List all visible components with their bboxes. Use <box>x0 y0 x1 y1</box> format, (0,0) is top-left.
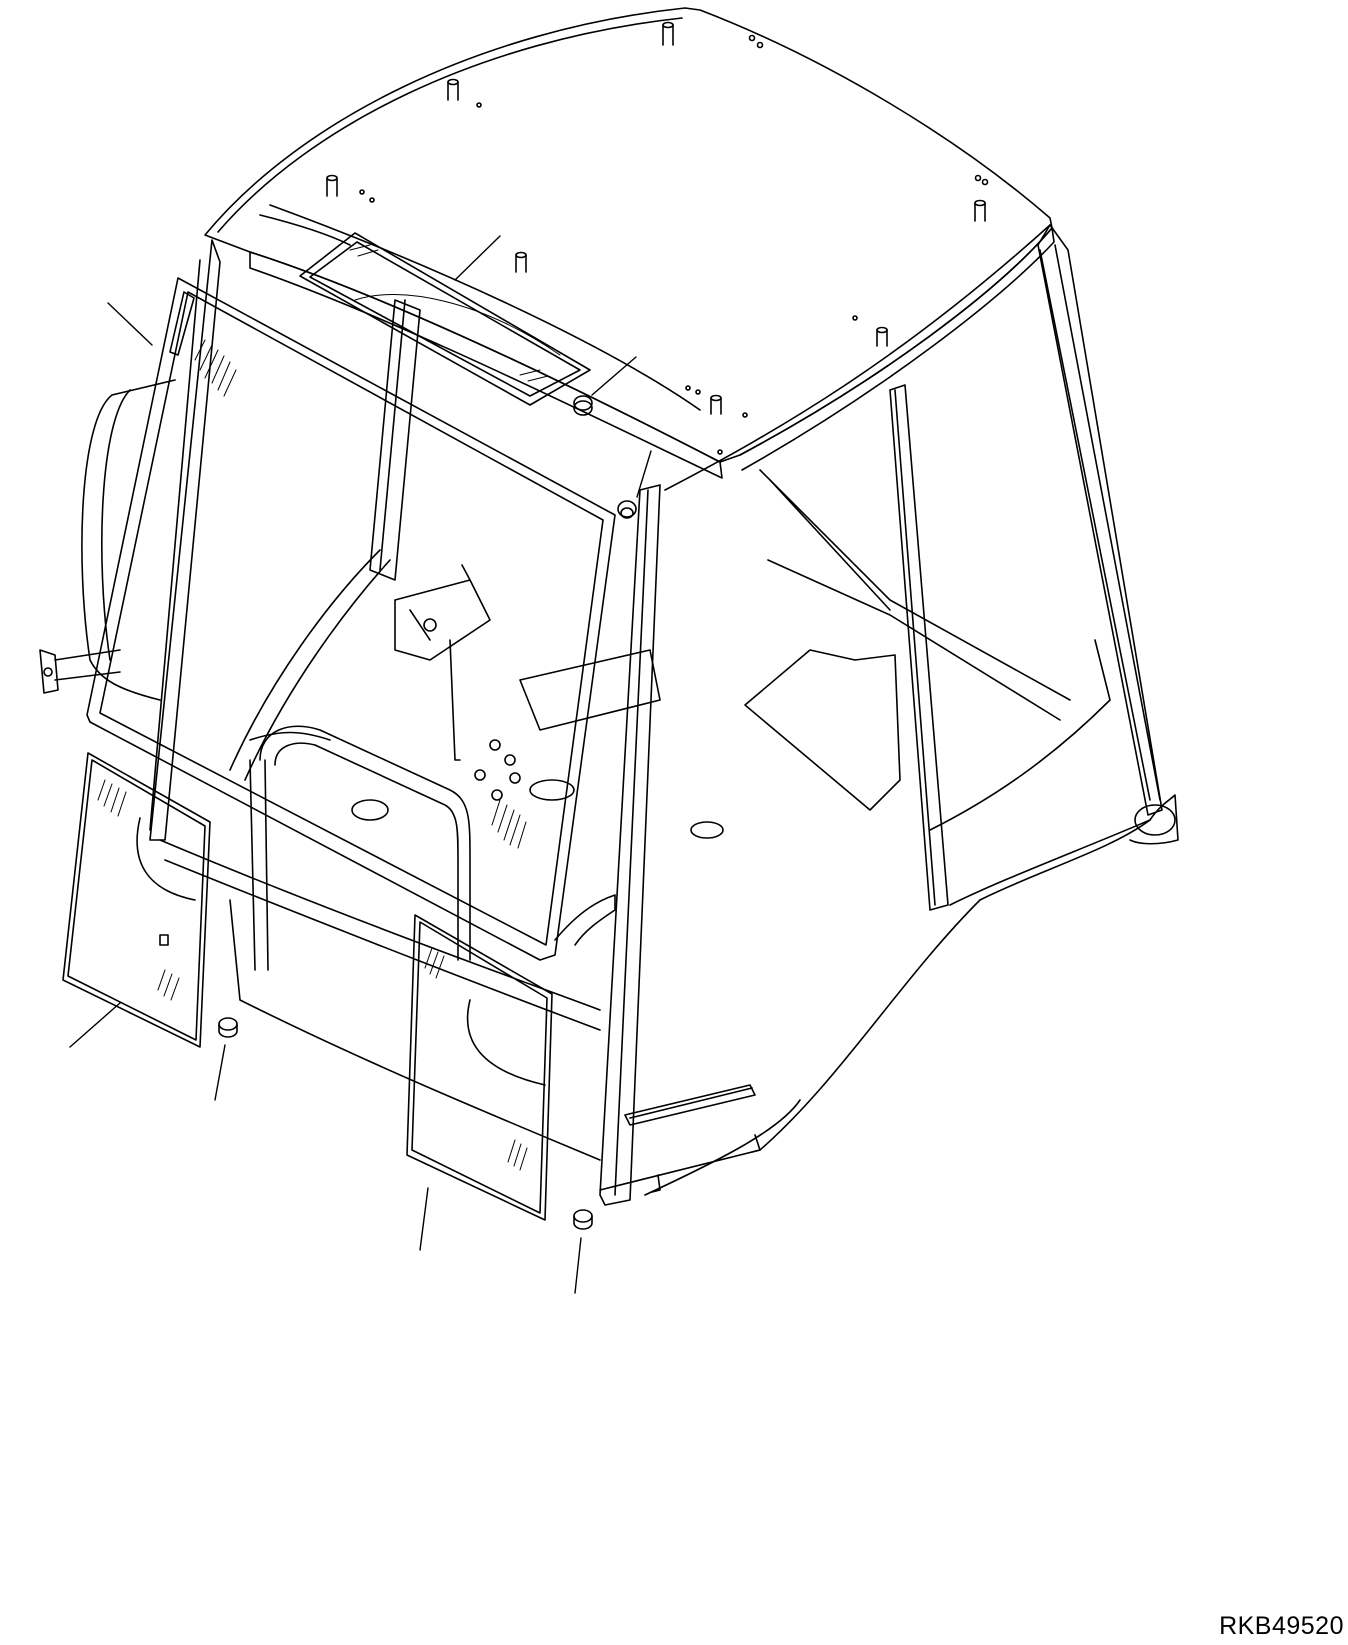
lower-right-glass-panel <box>407 915 552 1220</box>
front-windshield-glass <box>87 278 615 960</box>
leader-windshield <box>108 303 152 345</box>
cap-lower-right <box>574 1210 592 1229</box>
leader-cap-top <box>592 357 636 395</box>
cap-top <box>574 396 592 415</box>
leader-cap-lower-right <box>575 1238 581 1293</box>
figure-reference-code: RKB49520 <box>1219 1612 1344 1640</box>
top-glass-panel <box>300 233 590 405</box>
leader-lines <box>70 236 651 1293</box>
roof-studs <box>327 23 985 415</box>
leader-cap-pillar <box>637 451 651 497</box>
rubber-caps <box>219 396 636 1229</box>
leader-top-glass <box>455 236 500 280</box>
leader-lower-right-glass <box>420 1188 428 1250</box>
leader-cap-lower-left <box>215 1045 225 1100</box>
glass-reflection-marks <box>195 340 526 848</box>
cap-pillar <box>618 501 636 518</box>
cap-lower-left <box>219 1018 237 1037</box>
cab-roof <box>205 8 1054 478</box>
lower-left-glass-panel <box>63 753 210 1047</box>
leader-lower-left-glass <box>70 1003 120 1047</box>
cab-frame <box>40 225 1178 1205</box>
